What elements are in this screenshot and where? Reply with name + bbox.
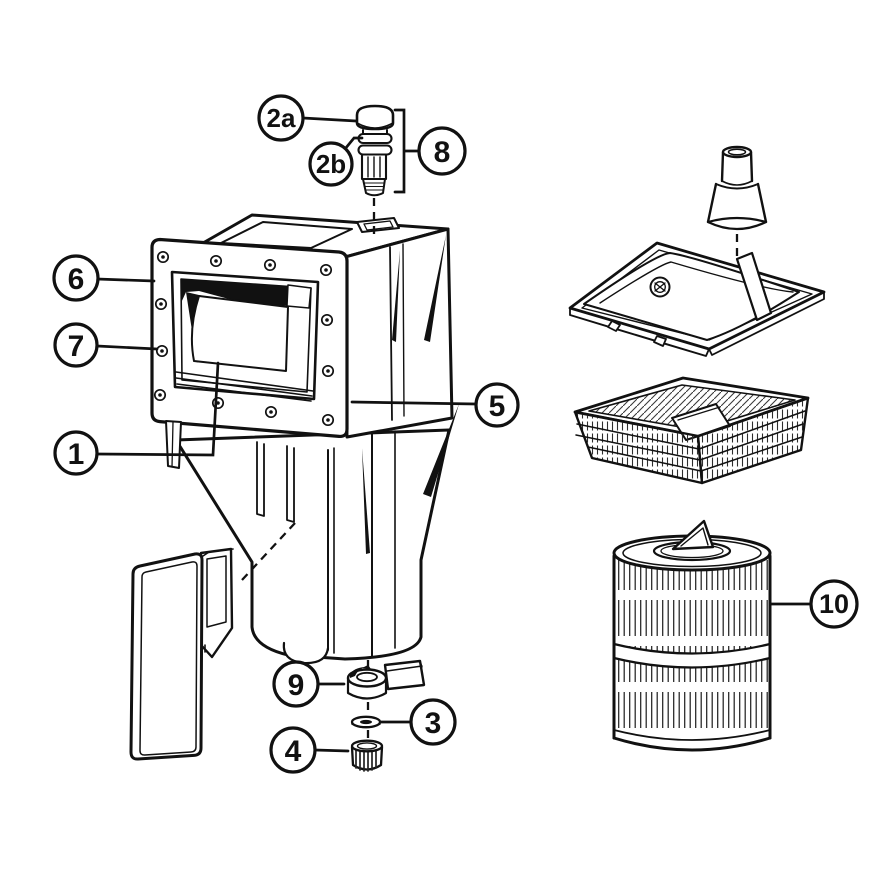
leader-7 <box>95 344 159 351</box>
callout-4 <box>269 726 317 774</box>
callout-label-4: 4 <box>285 735 302 768</box>
valve-threads <box>362 178 386 197</box>
leader-2a <box>301 116 358 123</box>
callout-label-8: 8 <box>434 136 451 169</box>
leader-6 <box>95 277 156 283</box>
weir-flap <box>129 547 234 761</box>
skimmer-body <box>174 213 454 665</box>
callout-10 <box>809 579 859 629</box>
callout-2b <box>308 141 354 187</box>
callout-6 <box>52 254 100 302</box>
flange-tab <box>165 420 182 469</box>
leader-4 <box>313 748 350 753</box>
callout-3 <box>409 698 457 746</box>
valve-oring-lower <box>357 144 393 156</box>
drain-parts <box>346 659 426 772</box>
callouts: 2a 2b 8 6 7 1 5 9 3 4 10 <box>52 94 859 774</box>
leader-lines <box>94 108 813 753</box>
skimmer-lid <box>568 241 826 357</box>
cone-adapter <box>706 145 768 231</box>
cartridge-pleats <box>616 560 768 732</box>
box-top-opening <box>220 221 353 249</box>
bracket-8 <box>393 108 421 194</box>
basket-interior-mesh <box>588 384 796 431</box>
leader-1 <box>94 361 220 457</box>
lid-handle-strap <box>735 251 773 322</box>
weir-door <box>129 552 204 761</box>
callout-label-1: 1 <box>68 438 85 471</box>
callout-label-6: 6 <box>68 263 85 296</box>
vacuum-release-valve <box>355 104 395 197</box>
leader-2b <box>343 136 364 151</box>
leader-5 <box>350 400 478 406</box>
callout-5 <box>474 382 520 428</box>
callout-9 <box>272 660 320 708</box>
callout-label-2b: 2b <box>316 149 346 179</box>
callout-7 <box>53 322 99 368</box>
callout-label-9: 9 <box>288 669 305 702</box>
weir-plate <box>190 295 289 372</box>
basket-slat-lines <box>575 410 806 472</box>
callout-bubbles: 2a 2b 8 6 7 1 5 9 3 4 10 <box>52 94 859 774</box>
callout-2a <box>257 94 305 142</box>
fitting-tab <box>383 659 426 691</box>
filter-cartridge <box>612 519 772 752</box>
skimmer-basket <box>573 376 810 485</box>
valve-oring-upper <box>357 132 393 145</box>
tank-body <box>174 428 451 661</box>
mouth-back-port <box>286 284 312 309</box>
mouth-throat-lines <box>175 371 314 402</box>
faceplate <box>150 237 349 469</box>
mouth-shadow <box>181 279 288 306</box>
callout-8 <box>417 126 467 176</box>
weir-frame <box>199 547 234 659</box>
callout-label-10: 10 <box>819 589 849 619</box>
callout-label-2a: 2a <box>267 103 296 133</box>
leader-5-pointer <box>423 404 459 497</box>
callout-label-3: 3 <box>425 707 442 740</box>
callout-label-5: 5 <box>489 390 506 423</box>
box-side-face <box>343 227 454 439</box>
lid-notches <box>607 320 667 347</box>
callout-label-7: 7 <box>68 330 85 363</box>
callout-1 <box>53 430 99 476</box>
